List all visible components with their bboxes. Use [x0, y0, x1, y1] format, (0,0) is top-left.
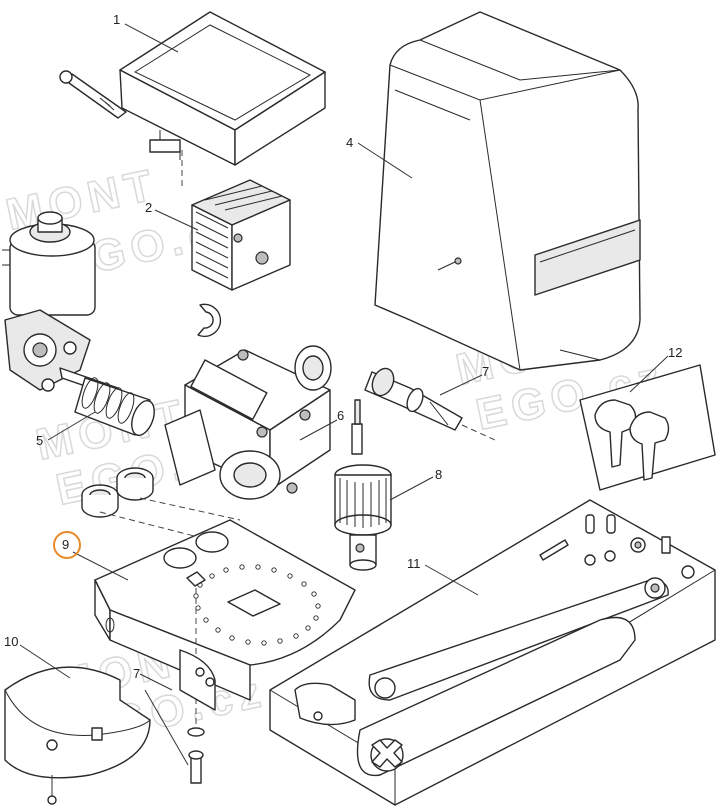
assembly-line	[99, 511, 211, 541]
highlight-ring	[53, 531, 81, 559]
part-5-worm	[74, 377, 155, 436]
part-7-screw-stack	[179, 571, 216, 784]
callout-1: 1	[113, 12, 120, 27]
arm-bracket-cross	[370, 738, 404, 772]
callout-9: 9	[62, 537, 69, 552]
part-8-pinion	[334, 399, 392, 571]
part-10-tray	[4, 666, 151, 805]
part-1-bolt	[59, 70, 127, 119]
part-11-arm-kit	[269, 499, 716, 806]
hardware-pins	[539, 514, 695, 579]
part-3-motor	[2, 211, 96, 392]
part-7-drive-shaft	[364, 367, 496, 441]
callout-4: 4	[346, 135, 353, 150]
part-9-bracket	[94, 519, 356, 701]
callout-6: 6	[337, 408, 344, 423]
part-1-cover	[119, 11, 326, 166]
leader-lines	[19, 23, 669, 766]
callout-11: 11	[407, 556, 421, 571]
callout-5: 5	[36, 433, 43, 448]
callout-8: 8	[435, 467, 442, 482]
part-12-keys	[579, 364, 716, 491]
part-4-housing	[374, 11, 641, 371]
callout-10: 10	[4, 634, 18, 649]
callout-7-shaft: 7	[482, 364, 489, 379]
callout-7-screw: 7	[133, 666, 140, 681]
part-2-transformer	[191, 179, 291, 291]
bolt-circle-holes	[193, 564, 321, 646]
assembly-line	[139, 497, 241, 521]
part-6-gearbox	[164, 345, 332, 500]
seals	[81, 467, 154, 518]
callout-12: 12	[668, 345, 682, 360]
callout-numbers: 1 2 4 5 6 7 7 8 9 10 11 12	[4, 12, 682, 681]
e-clip	[197, 303, 222, 338]
callout-2: 2	[145, 200, 152, 215]
